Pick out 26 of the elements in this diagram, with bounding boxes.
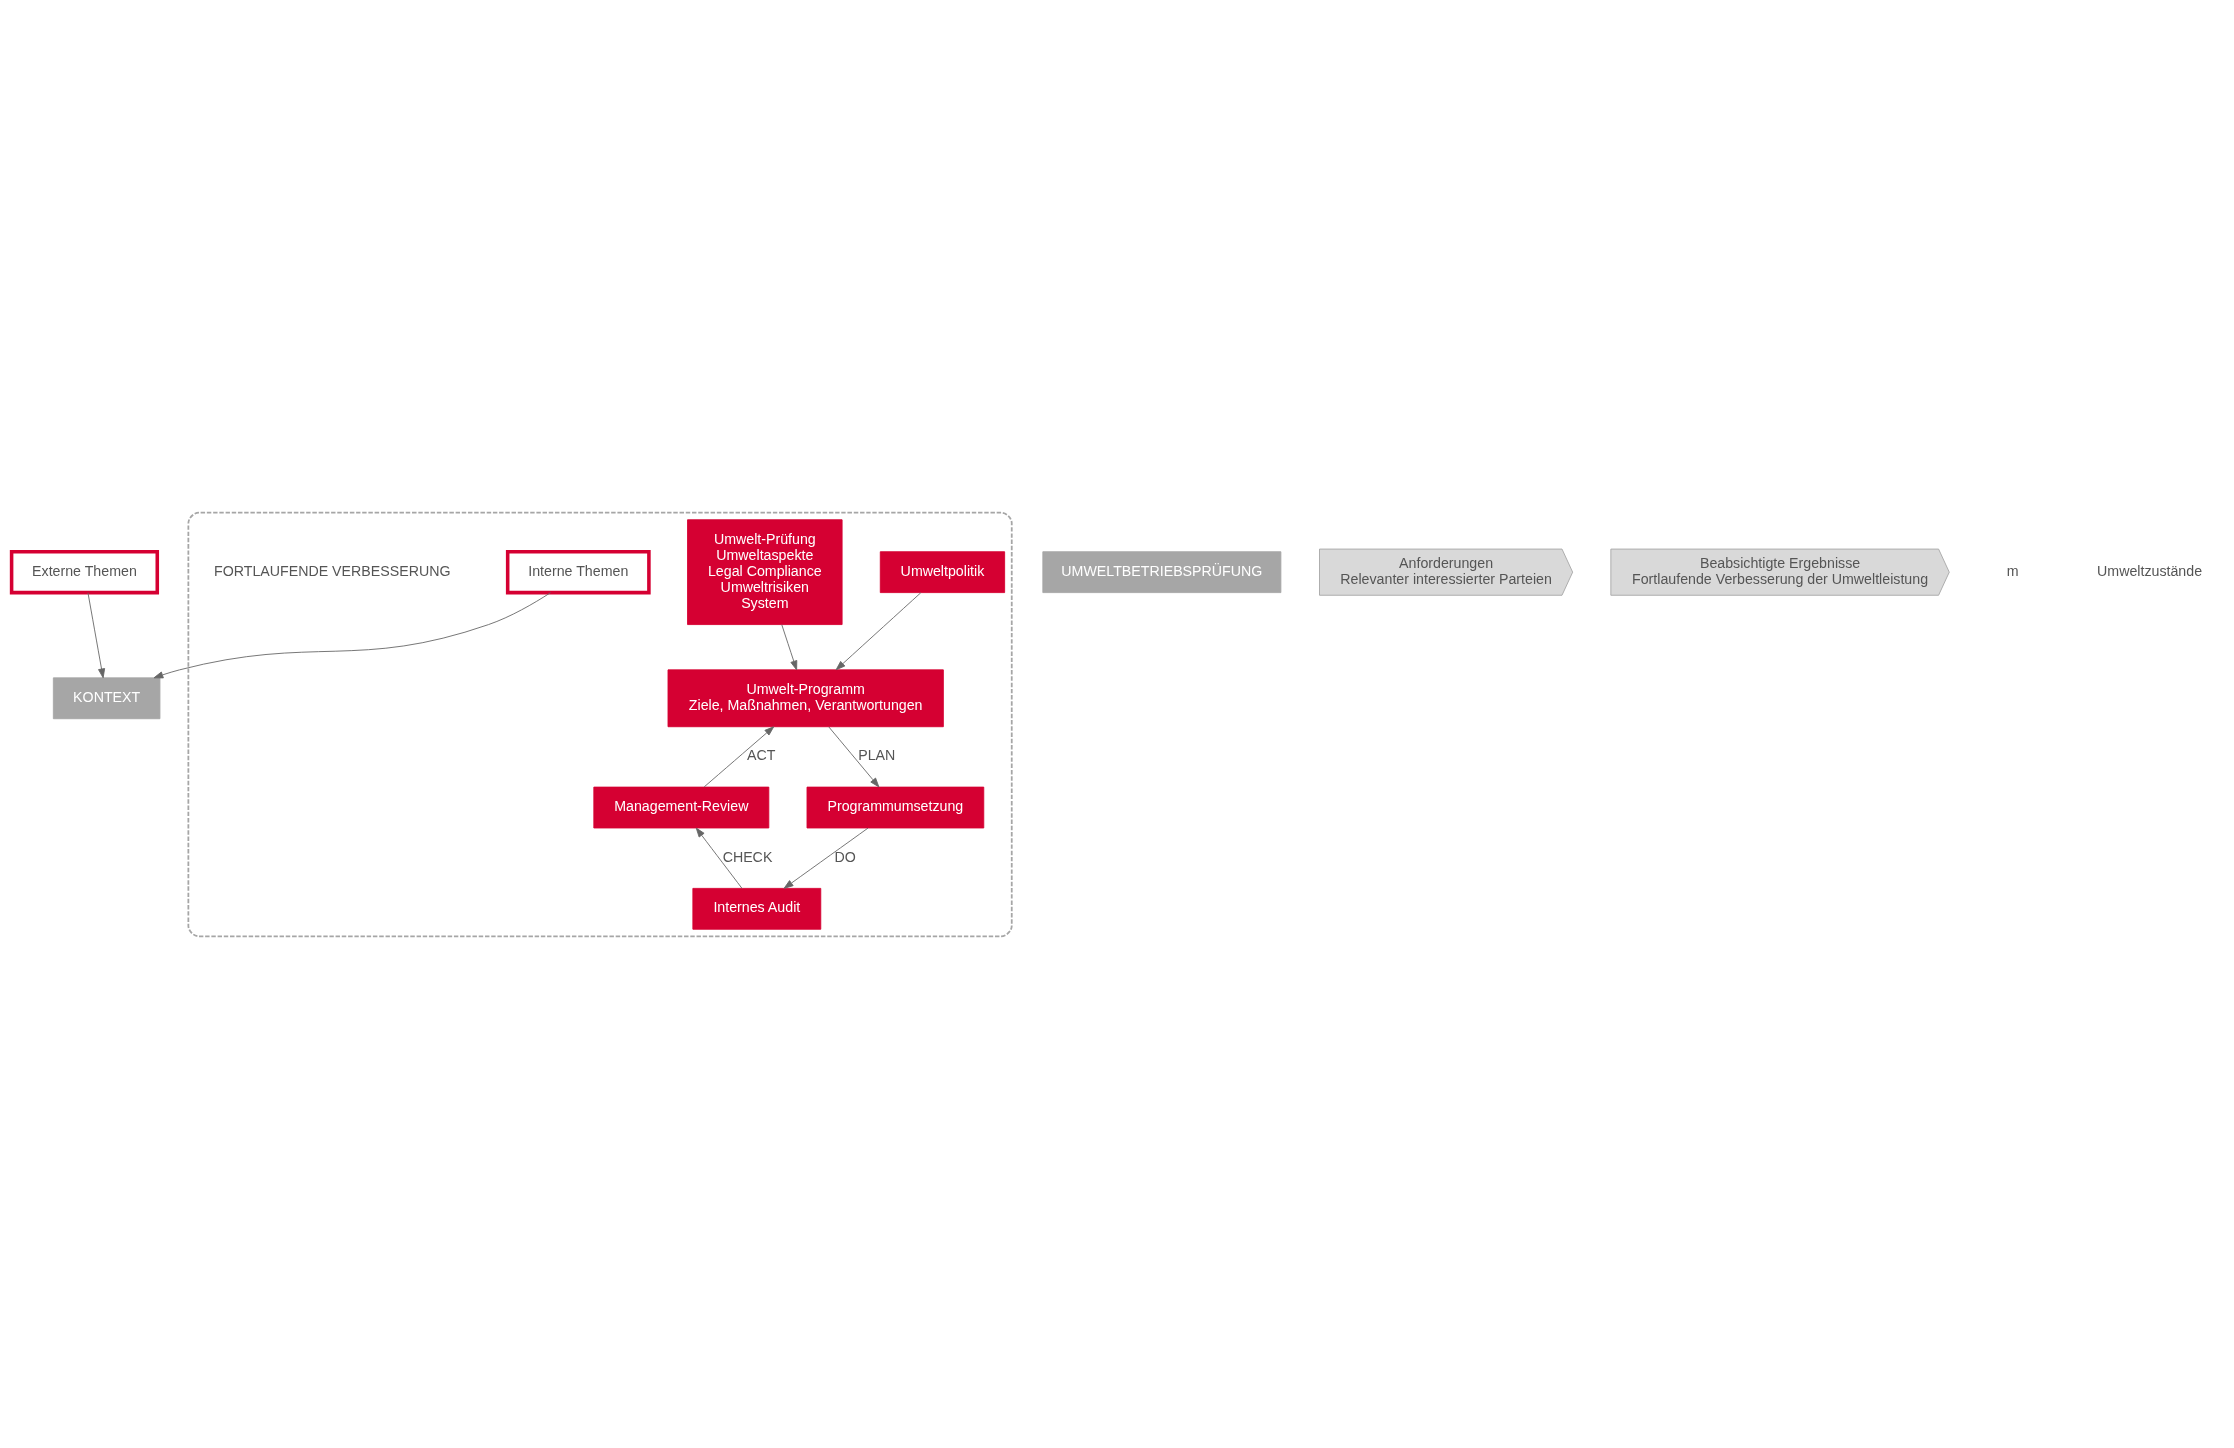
node-box: UMWELTBETRIEBSPRÜFUNG [1042, 550, 1282, 593]
arrow [835, 591, 922, 670]
node-box: Internes Audit [692, 887, 822, 930]
node-box: Management-Review [593, 786, 770, 828]
arrow [695, 827, 743, 889]
arrow [87, 591, 106, 678]
node-box: KONTEXT [52, 676, 161, 719]
arrow [703, 725, 775, 787]
node-box: Interne Themen [505, 549, 651, 594]
node-box: Programmumsetzung [806, 786, 985, 828]
edge-label: DO [834, 848, 856, 865]
edge-label: CHECK [722, 848, 773, 865]
label: Umweltzustände [2097, 562, 2203, 579]
node-box: Externe Themen [9, 549, 160, 594]
arrow [783, 827, 869, 889]
edge-label: ACT [747, 746, 776, 763]
arrow [828, 725, 880, 787]
label: m [2006, 562, 2019, 579]
arrow [153, 591, 551, 678]
node-box: Umweltpolitik [879, 550, 1006, 593]
edge-label: PLAN [858, 746, 896, 763]
arrow [781, 623, 798, 670]
label: FORTLAUFENDE VERBESSERUNG [214, 562, 451, 579]
node-box: Umwelt-Programm Ziele, Maßnahmen, Verantwortungen [667, 668, 944, 727]
cluster [187, 511, 1013, 937]
node-box: Umwelt-Prüfung Umweltaspekte Legal Compliance Umweltrisiken System [687, 518, 843, 625]
